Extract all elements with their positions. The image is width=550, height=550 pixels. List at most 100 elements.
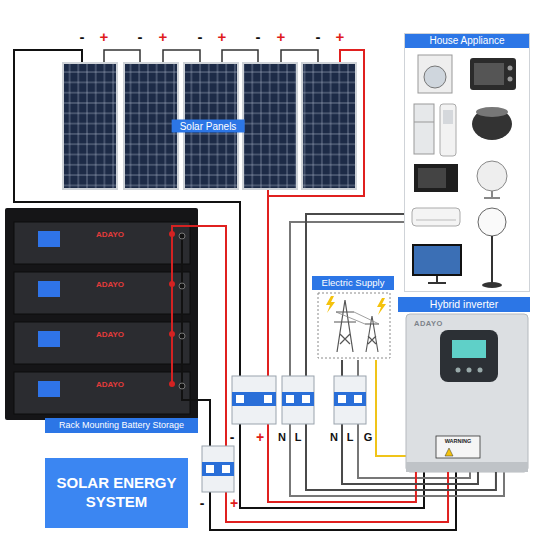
circuit-breaker	[232, 376, 276, 424]
circuit-breaker	[282, 376, 314, 424]
series-jumper	[222, 50, 258, 62]
rice-cooker	[472, 108, 512, 140]
battery-terminal	[179, 333, 185, 339]
refrigerator	[414, 104, 434, 154]
breaker-toggle	[354, 395, 362, 403]
power-pylon	[365, 316, 379, 352]
terminal-name: N	[278, 432, 286, 443]
battery-terminal	[169, 231, 175, 237]
solar-panel	[125, 64, 177, 188]
solar-panel	[303, 64, 355, 188]
microwave	[414, 164, 458, 192]
grid-supply: Electric Supply	[312, 276, 394, 360]
inverter-button	[467, 368, 472, 373]
ground-wire	[376, 360, 406, 456]
battery-cable	[171, 234, 173, 384]
polarity-sign: +	[230, 496, 238, 510]
breaker-band	[334, 392, 366, 406]
battery-display	[38, 281, 60, 297]
lightning-bolt	[326, 296, 335, 313]
power-line	[336, 312, 379, 324]
battery-terminal	[179, 383, 185, 389]
polarity-sign: -	[316, 29, 321, 44]
oven-knob	[508, 66, 513, 71]
panel-frame	[62, 62, 118, 190]
supply-frame	[318, 293, 390, 358]
solar-panel	[64, 64, 116, 188]
hybrid-inverter: Hybrid inverterADAYO	[398, 297, 530, 472]
battery-module	[14, 322, 190, 364]
battery-terminal	[179, 233, 185, 239]
panel-frame	[242, 62, 298, 190]
circuit-breaker	[334, 376, 366, 424]
panel-frame	[123, 62, 179, 190]
air-vent	[416, 220, 456, 221]
breaker-band	[202, 462, 234, 476]
battery-storage: Rack Mounting Battery Storage	[5, 208, 198, 433]
oven	[470, 58, 516, 90]
battery-cable	[172, 226, 198, 234]
polarity-sign: +	[100, 29, 109, 44]
rice-cooker-lid	[476, 107, 508, 117]
battery-terminal	[179, 283, 185, 289]
standing-fan-base	[482, 282, 502, 288]
load-wire	[290, 222, 504, 496]
polarity-sign: -	[198, 29, 203, 44]
wire-connector	[198, 226, 448, 522]
desk-fan-stand	[484, 191, 500, 198]
inverter-button	[456, 368, 461, 373]
polarity-sign: -	[80, 29, 85, 44]
inverter-screen	[452, 340, 486, 358]
terminal-name: N	[330, 432, 338, 443]
polarity-sign: +	[277, 29, 286, 44]
battery-module	[14, 272, 190, 314]
oven-window	[474, 63, 504, 85]
pv-positive-wire	[268, 50, 364, 196]
washing-machine-door	[424, 66, 446, 88]
television-stand	[428, 276, 446, 283]
storage-label: Rack Mounting Battery Storage	[45, 418, 198, 433]
polarity-sign: +	[159, 29, 168, 44]
inverter-display-panel	[440, 330, 498, 382]
power-pylon	[334, 300, 356, 352]
polarity-sign: +	[218, 29, 227, 44]
polarity-sign: -	[138, 29, 143, 44]
solar-panel	[244, 64, 296, 188]
lightning-bolt	[377, 298, 386, 315]
breaker-toggle	[222, 465, 230, 473]
inverter-body	[406, 314, 528, 472]
breaker-toggle	[302, 395, 310, 403]
polarity-sign: -	[200, 496, 205, 510]
battery-display	[38, 331, 60, 347]
standing-fan-pole	[491, 236, 493, 284]
inverter-terminal-strip	[406, 462, 528, 472]
terminal-name: L	[347, 432, 354, 443]
circuit-breaker	[202, 446, 234, 492]
desk-fan	[477, 161, 507, 191]
inverter-heading: Hybrid inverter	[398, 297, 530, 312]
battery-terminal	[169, 381, 175, 387]
breaker-band	[282, 392, 314, 406]
system-title-box: SOLAR ENERGY SYSTEM	[45, 458, 188, 528]
washing-machine	[418, 55, 452, 93]
polarity-sign: +	[256, 430, 264, 444]
wire-connector	[306, 214, 496, 490]
tower-grille	[443, 110, 453, 124]
panel-frame	[301, 62, 357, 190]
supply-heading: Electric Supply	[312, 276, 394, 290]
warning-triangle	[445, 448, 453, 456]
wall-air-conditioner	[412, 208, 460, 226]
breaker-toggle	[338, 395, 346, 403]
array-label: Solar Panels	[172, 120, 245, 133]
brand-name: ADAYO	[96, 231, 124, 239]
oven-knob	[508, 77, 513, 82]
panel-heading: House Appliance	[405, 34, 529, 48]
inverter-button	[478, 368, 483, 373]
breaker-toggle	[286, 395, 294, 403]
breaker-toggle	[264, 395, 272, 403]
breaker-toggle	[236, 395, 244, 403]
series-jumper	[163, 50, 200, 62]
pv-negative-wire	[14, 50, 424, 508]
battery-module	[14, 222, 190, 264]
